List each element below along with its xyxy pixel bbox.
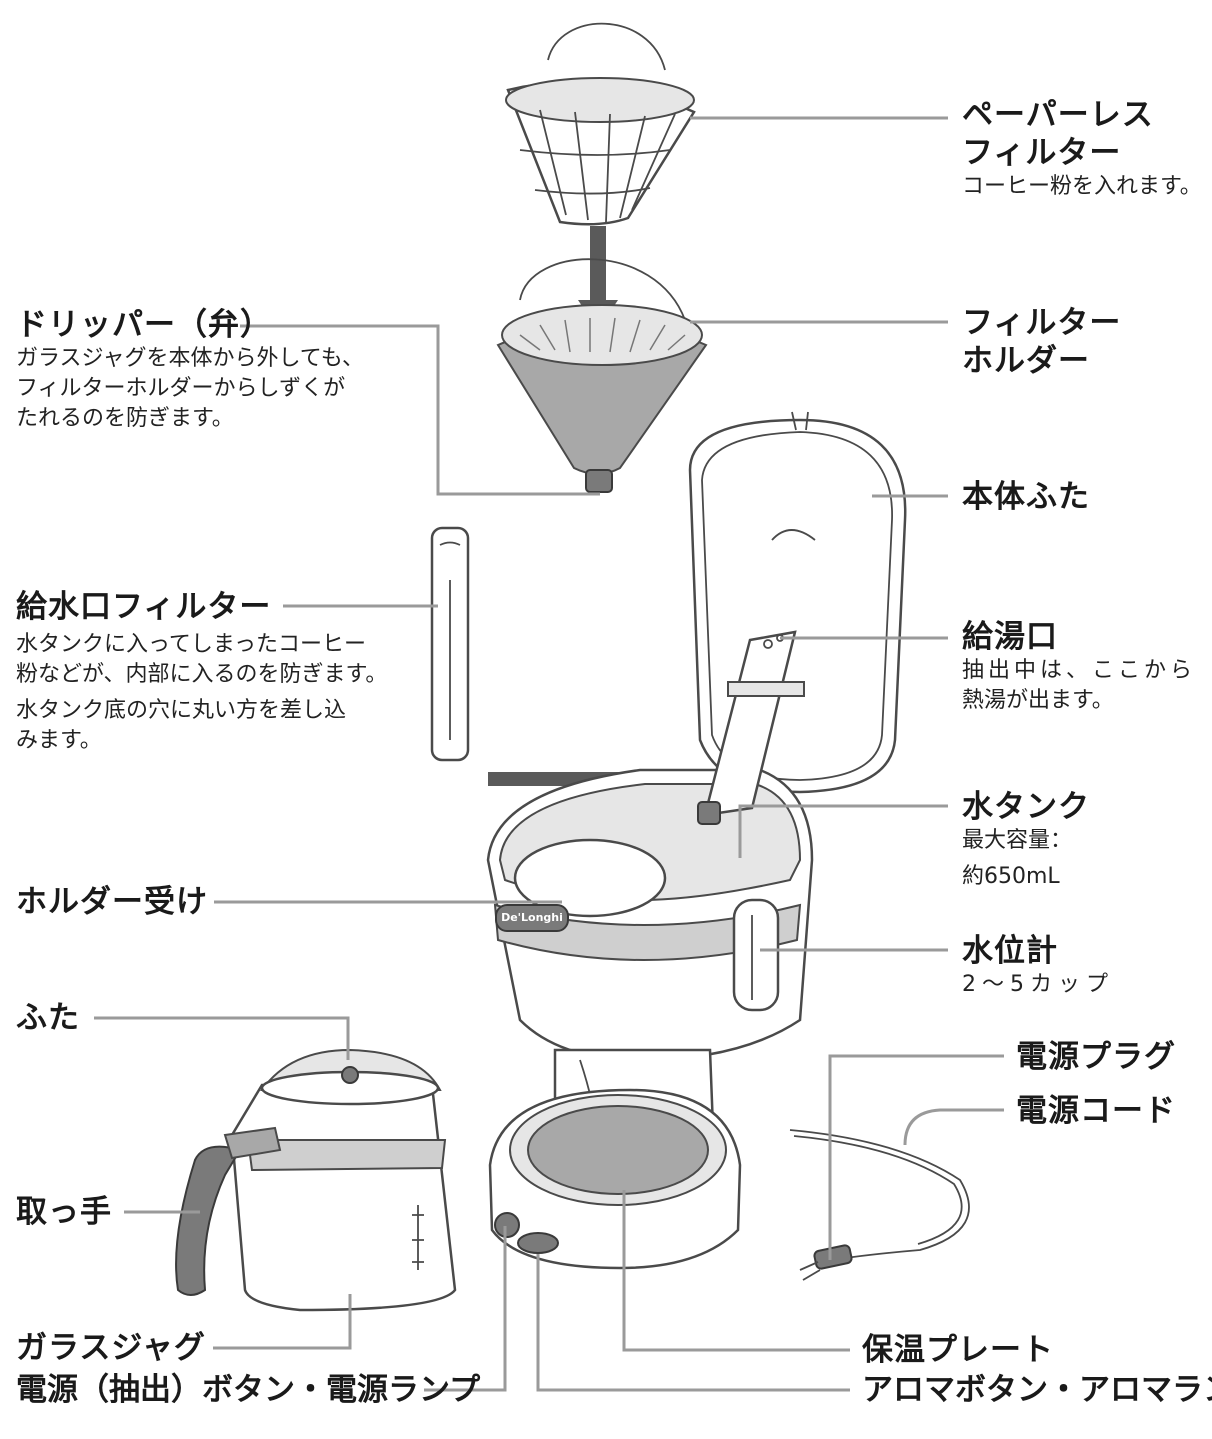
label-body-lid: 本体ふた: [962, 478, 1090, 516]
label-paperless-filter-title-1: ペーパーレス: [962, 97, 1154, 133]
label-power-button-title: 電源（抽出）ボタン・電源ランプ: [16, 1372, 481, 1408]
label-aroma-button-title: アロマボタン・アロマランプ: [862, 1372, 1212, 1408]
label-filter-holder-title-1: フィルター: [962, 305, 1122, 341]
label-holder-receiver: ホルダー受け: [16, 883, 208, 921]
label-water-tank-desc-2: 約650mL: [962, 864, 1060, 889]
brand-logo: De'Longhi: [499, 909, 565, 927]
label-paperless-filter-title-2: フィルター: [962, 135, 1122, 171]
label-warming-plate-title: 保温プレート: [862, 1332, 1054, 1368]
hot-water-outlet-illustration: [697, 630, 805, 825]
leader-power-button: [424, 1226, 507, 1392]
label-body-lid-title: 本体ふた: [962, 479, 1090, 515]
label-inlet-filter-desc-3: 水タンク底の穴に丸い方を差し込: [16, 698, 347, 723]
label-power-plug-title: 電源プラグ: [1016, 1039, 1176, 1075]
label-dripper-desc-2: フィルターホルダーからしずくが: [16, 376, 346, 401]
label-handle: 取っ手: [16, 1193, 112, 1231]
glass-jug-illustration: [175, 1048, 457, 1312]
coffee-maker-body: [486, 768, 814, 1270]
label-hot-water-outlet: 給湯口 抽出中は、ここから 熱湯が出ます。: [962, 618, 1196, 716]
leader-aroma-button: [536, 1254, 850, 1392]
label-holder-receiver-title: ホルダー受け: [16, 884, 208, 920]
label-dripper-title: ドリッパー（弁）: [16, 307, 272, 343]
label-dripper-desc-3: たれるのを防ぎます。: [16, 406, 234, 431]
label-warming-plate: 保温プレート: [862, 1331, 1054, 1369]
leader-power-cord: [903, 1108, 1004, 1146]
body-lid-illustration: [688, 411, 907, 794]
label-water-gauge-title: 水位計: [962, 933, 1058, 969]
label-inlet-filter-desc-1: 水タンクに入ってしまったコーヒー: [16, 632, 367, 657]
leader-water-tank: [738, 804, 948, 858]
leader-glass-jug: [213, 1294, 352, 1350]
label-water-tank-title: 水タンク: [962, 789, 1090, 825]
label-jug-lid: ふた: [16, 999, 80, 1037]
leader-power-plug: [828, 1054, 1004, 1260]
label-inlet-filter-desc-4: みます。: [16, 728, 102, 753]
label-handle-title: 取っ手: [16, 1194, 112, 1230]
label-glass-jug: ガラスジャグ: [16, 1329, 206, 1367]
label-hot-water-outlet-desc-1: 抽出中は、ここから: [962, 658, 1197, 683]
label-water-tank-desc-1: 最大容量：: [962, 828, 1073, 853]
leader-warming-plate: [622, 1190, 850, 1352]
label-filter-holder-title-2: ホルダー: [962, 343, 1090, 379]
label-hot-water-outlet-title: 給湯口: [962, 619, 1058, 655]
label-inlet-filter-title: 給水口フィルター: [16, 589, 272, 625]
label-glass-jug-title: ガラスジャグ: [16, 1330, 206, 1366]
label-aroma-button: アロマボタン・アロマランプ: [862, 1371, 1212, 1409]
label-dripper: ドリッパー（弁） ガラスジャグを本体から外しても、 フィルターホルダーからしずく…: [16, 306, 364, 434]
leader-jug-lid: [94, 1016, 350, 1060]
leader-lines: [94, 116, 1004, 1392]
filter-holder-illustration: [496, 258, 708, 493]
brand-logo-text: De'Longhi: [501, 911, 563, 924]
power-cord-illustration: [789, 1129, 970, 1281]
inlet-filter-illustration: [430, 526, 470, 762]
label-hot-water-outlet-desc-2: 熱湯が出ます。: [962, 688, 1114, 713]
label-dripper-desc-1: ガラスジャグを本体から外しても、: [16, 346, 365, 371]
leader-dripper: [240, 324, 600, 496]
label-water-gauge: 水位計 2～5カップ: [962, 932, 1114, 1000]
label-water-tank: 水タンク 最大容量： 約650mL: [962, 788, 1090, 892]
label-power-button: 電源（抽出）ボタン・電源ランプ: [16, 1371, 480, 1409]
label-paperless-filter-desc: コーヒー粉を入れます。: [962, 174, 1202, 199]
label-filter-holder: フィルター ホルダー: [962, 304, 1121, 380]
label-paperless-filter: ペーパーレス フィルター コーヒー粉を入れます。: [962, 96, 1202, 202]
label-inlet-filter: 給水口フィルター 水タンクに入ってしまったコーヒー 粉などが、内部に入るのを防ぎ…: [16, 588, 387, 756]
label-inlet-filter-desc-2: 粉などが、内部に入るのを防ぎます。: [16, 662, 388, 687]
paperless-filter-illustration: [505, 22, 696, 226]
label-jug-lid-title: ふた: [16, 1000, 80, 1036]
label-power-cord-title: 電源コード: [1016, 1093, 1176, 1129]
label-power-cord: 電源コード: [1016, 1092, 1176, 1130]
label-power-plug: 電源プラグ: [1016, 1038, 1176, 1076]
label-water-gauge-desc: 2～5カップ: [962, 972, 1114, 997]
